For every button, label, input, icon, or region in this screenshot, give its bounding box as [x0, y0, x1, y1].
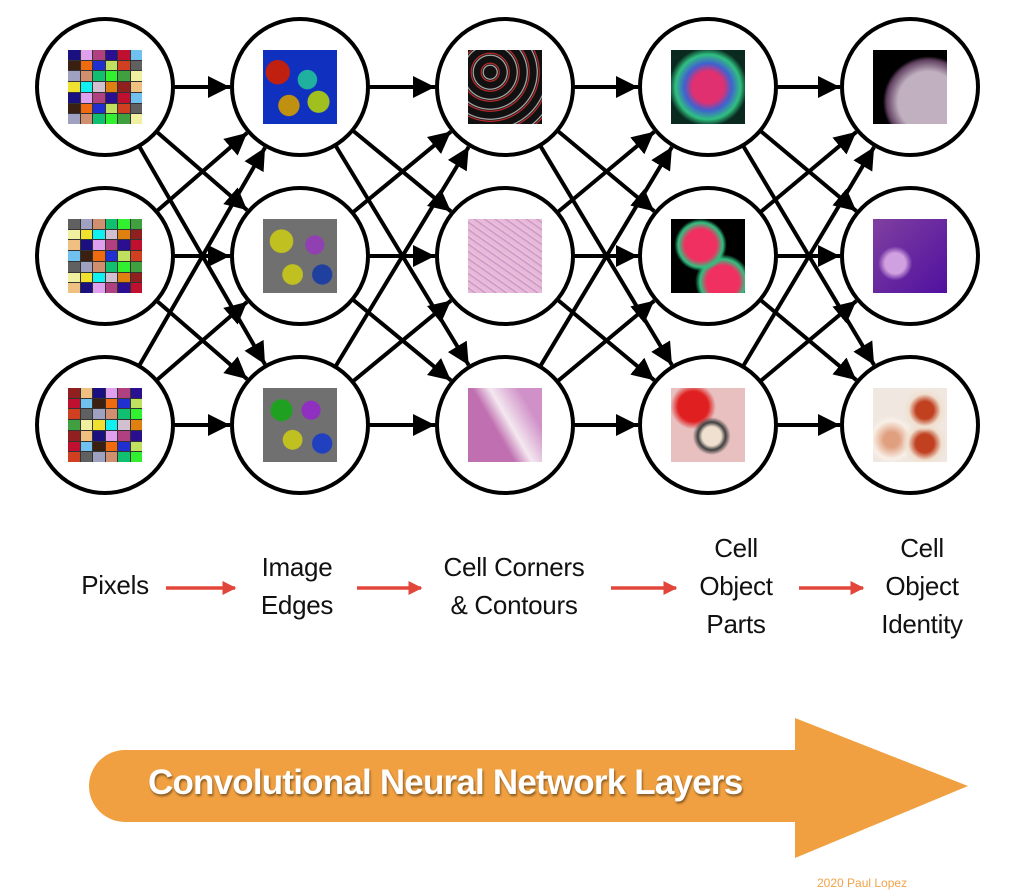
connection-arrow: [538, 145, 674, 368]
cell-fluorescent-image: [671, 50, 745, 124]
connection-arrow: [555, 130, 656, 215]
layer-label-line: Object: [699, 571, 773, 601]
layer-label-line: Object: [885, 571, 959, 601]
pixel-grid-image: [68, 219, 142, 293]
layer-label-line: Edges: [260, 590, 334, 620]
layer-label-line: Cell: [714, 533, 758, 563]
connection-arrow: [333, 145, 471, 368]
layers-banner-arrow: [89, 718, 968, 858]
cell-sem-image: [873, 50, 947, 124]
tissue-pink-white-image: [468, 388, 542, 462]
voronoi-gray-green-image: [263, 388, 337, 462]
cells-fluorescent-image: [671, 219, 745, 293]
connection-arrow: [555, 299, 656, 384]
connection-arrow: [155, 300, 249, 382]
pixel-grid-image: [68, 388, 142, 462]
cell-contours-image: [468, 50, 542, 124]
layer-label-line: Cell: [900, 533, 944, 563]
layer-label-line: Pixels: [81, 570, 149, 600]
voronoi-yellow-gray-image: [263, 219, 337, 293]
cells-mitosis-image: [873, 388, 947, 462]
layer-label-line: Cell Corners: [443, 552, 585, 582]
tissue-red-image: [671, 388, 745, 462]
tissue-pink-image: [468, 219, 542, 293]
connection-arrow: [351, 129, 453, 215]
layer-label-line: Identity: [881, 609, 963, 639]
connection-arrow: [351, 298, 453, 384]
connection-arrow: [155, 131, 249, 213]
connection-arrow: [137, 146, 267, 368]
layer-label-line: Parts: [706, 609, 766, 639]
cell-purple-image: [873, 219, 947, 293]
layer-label: Cell Corners & Contours: [444, 548, 585, 624]
pixel-grid-image: [68, 50, 142, 124]
layer-label-line: & Contours: [450, 590, 578, 620]
voronoi-colored-image: [263, 50, 337, 124]
banner-title: Convolutional Neural Network Layers: [148, 763, 743, 802]
layer-label: Pixels: [81, 566, 149, 604]
connection-arrow: [758, 299, 858, 383]
connection-arrow: [758, 130, 858, 214]
credit-text: 2020 Paul Lopez: [817, 876, 908, 890]
connection-arrow: [741, 146, 876, 368]
layer-label-line: Image: [261, 552, 333, 582]
